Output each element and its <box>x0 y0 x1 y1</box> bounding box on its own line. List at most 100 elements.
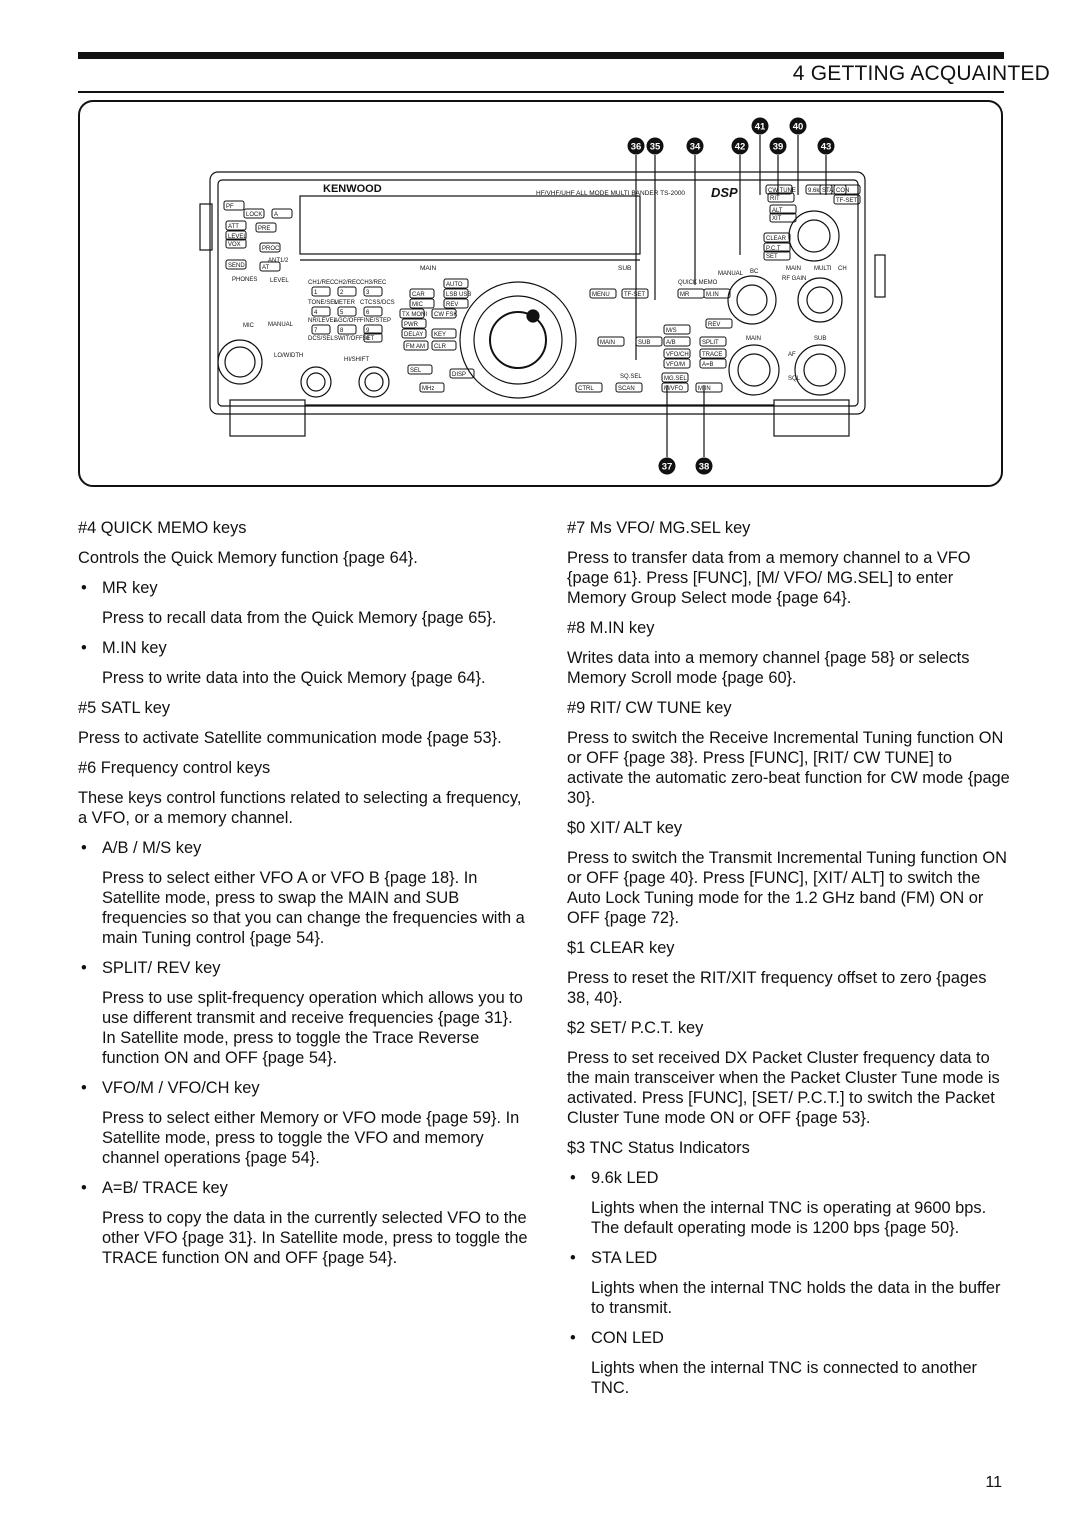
section-heading: #4 QUICK MEMO keys <box>78 519 247 537</box>
panel-key <box>225 220 247 231</box>
multi-ch-knob <box>788 210 840 262</box>
panel-key-label: MAIN <box>786 266 801 272</box>
panel-key-label: CH1/REC <box>308 280 335 286</box>
section-heading: #5 SATL key <box>78 699 171 717</box>
callout-number: 38 <box>699 462 710 473</box>
panel-key <box>259 261 281 272</box>
panel-key-label: SQ.SEL <box>620 374 642 380</box>
panel-key-label: 9 <box>366 328 370 334</box>
section-heading: $0 XIT/ ALT key <box>567 819 683 837</box>
panel-key <box>337 286 357 297</box>
paragraph: Press to set received DX Packet Cluster … <box>567 1049 1000 1127</box>
right-foot <box>773 399 850 437</box>
bullet-description: Lights when the internal TNC is operatin… <box>591 1199 987 1237</box>
panel-key <box>449 368 475 379</box>
panel-key-label: CW TUNE <box>768 188 796 194</box>
panel-key-label: PF <box>226 204 234 210</box>
panel-key <box>311 324 331 335</box>
panel-key-label: P.C.T <box>766 246 781 252</box>
panel-key <box>763 232 791 243</box>
panel-key-label: CAR <box>412 292 425 298</box>
panel-key <box>663 348 691 359</box>
paragraph: Press to activate Satellite communicatio… <box>78 729 502 747</box>
paragraph: Controls the Quick Memory function {page… <box>78 549 418 567</box>
callout-marker <box>658 457 676 475</box>
rf-gain-sub-knob <box>797 277 843 323</box>
panel-key-label: DELAY <box>404 332 423 338</box>
panel-key <box>407 364 433 375</box>
panel-key-label: KEY <box>434 332 446 338</box>
header-rule-thick <box>78 52 1004 59</box>
af-sql-sub-knob <box>794 344 846 396</box>
panel-key <box>661 382 689 393</box>
chapter-title: 4 GETTING ACQUAINTED <box>792 62 1050 85</box>
main-display-window <box>299 195 641 255</box>
bullet-item: CON LED <box>567 1328 1012 1348</box>
panel-key-label: LEVEL <box>270 278 289 284</box>
bullet-item: A=B/ TRACE key <box>78 1178 528 1198</box>
panel-key-label: RIT <box>770 196 780 202</box>
panel-key <box>805 184 833 195</box>
bullet-description: Press to write data into the Quick Memor… <box>102 669 486 687</box>
callout-number: 36 <box>631 142 642 153</box>
panel-key-label: 9.6k <box>808 188 820 194</box>
paragraph: Press to reset the RIT/XIT frequency off… <box>567 969 987 1007</box>
callout-number: 35 <box>650 142 661 153</box>
panel-key <box>363 286 383 297</box>
rf-gain-main-knob <box>727 275 777 325</box>
panel-key-label: LEVEL <box>228 234 247 240</box>
bullet-item: MR key <box>78 578 528 598</box>
section-heading: #7 Ms VFO/ MG.SEL key <box>567 519 751 537</box>
panel-key-label: A <box>274 212 278 218</box>
panel-key-label: DCS/SEL <box>308 336 334 342</box>
panel-key-label: REV <box>708 322 720 328</box>
leader-lines <box>635 135 827 457</box>
panel-key-label: SQL <box>788 376 801 382</box>
bullet-item: STA LED <box>567 1248 1012 1268</box>
panel-key-label: NR/LEVEL <box>308 318 338 324</box>
panel-key-label: CH3/REC <box>360 280 387 286</box>
panel-key-label: STA <box>822 188 833 194</box>
panel-key <box>575 382 603 393</box>
callout-marker <box>769 137 787 155</box>
panel-key <box>443 298 469 309</box>
section-heading: $1 CLEAR key <box>567 939 675 957</box>
panel-key-label: SEL <box>410 368 422 374</box>
panel-key <box>663 324 691 335</box>
main-tuning-knob-outer <box>459 281 577 399</box>
panel-key <box>443 288 469 299</box>
mic-connector <box>217 339 263 385</box>
panel-key <box>337 306 357 317</box>
callout-marker <box>627 137 645 155</box>
left-foot <box>229 399 306 437</box>
panel-key <box>695 382 723 393</box>
panel-key-label: TX MONI <box>402 312 427 318</box>
panel-key-label: LOCK <box>246 212 262 218</box>
af-sql-main-knob <box>728 344 780 396</box>
panel-key-label: AGC/OFF <box>334 318 361 324</box>
callout-number: 37 <box>662 462 673 473</box>
panel-key-label: AUTO <box>446 282 463 288</box>
panel-key <box>699 358 727 369</box>
panel-key <box>431 328 457 339</box>
panel-key-label: SPLIT <box>702 340 719 346</box>
panel-key-label: LSB USB <box>446 292 471 298</box>
callout-number: 42 <box>735 142 746 153</box>
panel-key-label: BC <box>750 269 759 275</box>
panel-key <box>663 336 691 347</box>
panel-key <box>431 340 457 351</box>
panel-key-label: CW FSK <box>434 312 457 318</box>
panel-key-label: SWIT/OFFSET <box>334 336 375 342</box>
panel-key <box>409 298 435 309</box>
panel-key <box>763 250 791 261</box>
bullet-description: Lights when the internal TNC is connecte… <box>591 1359 978 1397</box>
panel-key <box>705 318 733 329</box>
transceiver-front-panel-figure: KENWOOD HF/VHF/UHF ALL MODE MULTI BANDER… <box>78 100 1003 487</box>
hi-shift-knob <box>358 366 390 398</box>
panel-key <box>271 208 293 219</box>
panel-key-label: TF-SET <box>624 292 645 298</box>
panel-key <box>597 336 625 347</box>
panel-key <box>311 286 331 297</box>
panel-key-label: TRACE <box>702 352 722 358</box>
